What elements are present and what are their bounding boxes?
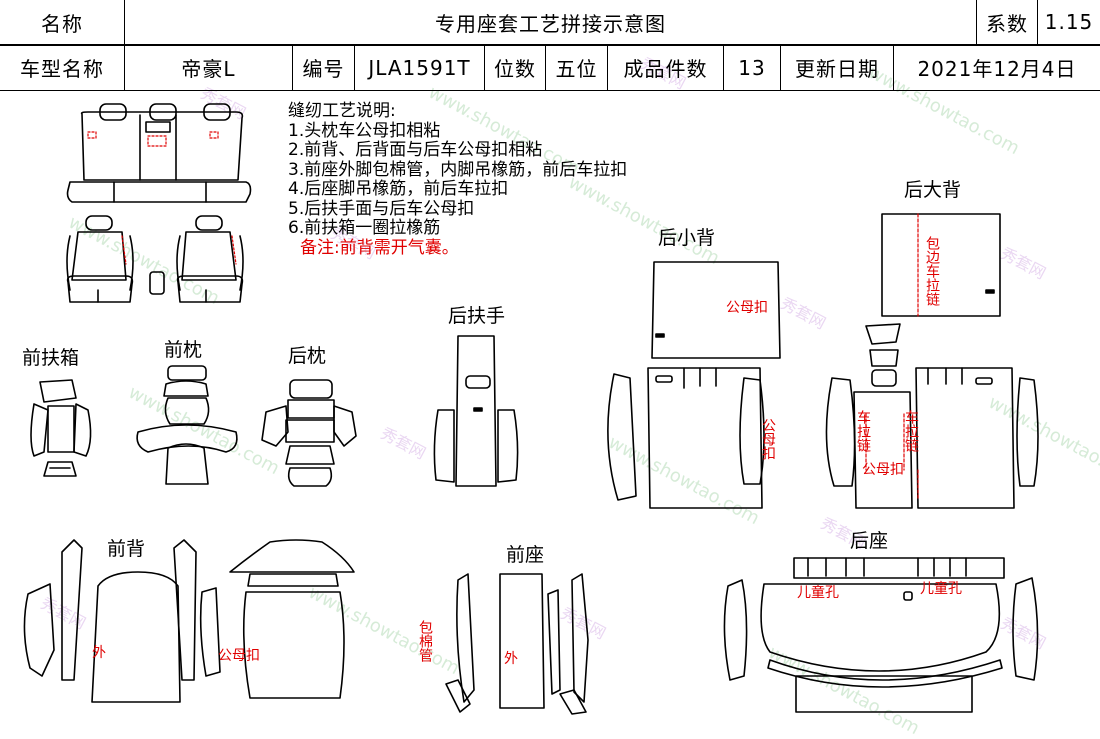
note-item: 6.前扶箱一圈拉橡筋 <box>288 218 441 238</box>
annotation-snap-rear-large: 公母扣 <box>862 462 904 478</box>
front-seat-pattern <box>445 573 589 715</box>
label-rear-seat: 后座 <box>850 530 889 552</box>
seat-overview-diagram <box>66 103 252 303</box>
label-rear-small-back: 后小背 <box>658 227 716 249</box>
annotation-zip-right: 车拉链 <box>903 410 919 452</box>
sewing-notes: 缝纫工艺说明: 1.头枕车公母扣相粘 2.前背、后背面与后车公母扣相粘 3.前座… <box>288 101 628 258</box>
rear-armrest-pattern <box>433 335 519 487</box>
rear-headrest-pattern <box>261 379 357 487</box>
front-back-pattern <box>23 539 355 703</box>
label-rear-large-back: 后大背 <box>904 179 962 201</box>
notes-remark: 备注:前背需开气囊。 <box>300 237 459 258</box>
note-item: 1.头枕车公母扣相粘 <box>288 120 441 141</box>
label-rear-armrest: 后扶手 <box>448 305 506 327</box>
note-item: 4.后座脚吊橡筋，前后车拉扣 <box>288 179 509 199</box>
model-value: 帝豪L <box>125 45 293 90</box>
annotation-snap-front-back: 公母扣 <box>218 648 260 664</box>
model-label: 车型名称 <box>0 45 125 90</box>
rear-large-back-pattern <box>825 213 1039 509</box>
label-rear-headrest: 后枕 <box>288 345 327 367</box>
annotation-snap: 公母扣 <box>726 300 768 316</box>
annotation-cotton-tube: 包棉管 <box>417 620 433 662</box>
code-value: JLA1591T <box>355 45 485 90</box>
seats-value: 五位 <box>546 45 608 90</box>
annotation-child-hole-left: 儿童孔 <box>797 585 839 601</box>
header-divider <box>0 45 1100 46</box>
annotation-snap-vertical: 公母扣 <box>760 418 776 460</box>
note-item: 5.后扶手面与后车公母扣 <box>288 198 475 219</box>
notes-title: 缝纫工艺说明: <box>288 101 396 121</box>
header-table: 名称 专用座套工艺拼接示意图 系数 1.15 车型名称 帝豪L 编号 JLA15… <box>0 0 1100 91</box>
rear-seat-pattern <box>723 557 1039 713</box>
note-item: 3.前座外脚包棉管，内脚吊橡筋，前后车拉扣 <box>288 159 628 180</box>
drawing-title: 专用座套工艺拼接示意图 <box>125 0 977 45</box>
label-front-headrest: 前枕 <box>164 339 203 361</box>
label-front-seat: 前座 <box>506 544 545 566</box>
label-front-armrest-box: 前扶箱 <box>22 347 80 369</box>
date-value: 2021年12月4日 <box>917 57 1077 81</box>
front-headrest-pattern <box>136 365 238 485</box>
annotation-outer-front-seat: 外 <box>504 651 518 667</box>
name-label: 名称 <box>0 0 125 45</box>
date-label: 更新日期 <box>781 45 894 90</box>
annotation-zip-left: 车拉链 <box>855 410 871 452</box>
label-front-back: 前背 <box>107 538 146 560</box>
front-armrest-box-pattern <box>30 379 92 477</box>
coef-label: 系数 <box>977 0 1038 45</box>
seats-label: 位数 <box>485 45 546 90</box>
rear-small-back-pattern <box>607 261 781 509</box>
annotation-wrap-zip: 包边车拉链 <box>924 236 940 306</box>
pieces-label: 成品件数 <box>608 45 724 90</box>
code-label: 编号 <box>293 45 355 90</box>
annotation-outer-front-back: 外 <box>92 645 106 661</box>
pieces-value: 13 <box>724 45 781 90</box>
annotation-child-hole-right: 儿童孔 <box>920 581 962 597</box>
note-item: 2.前背、后背面与后车公母扣相粘 <box>288 140 543 160</box>
coef-value: 1.15 <box>1038 0 1100 45</box>
